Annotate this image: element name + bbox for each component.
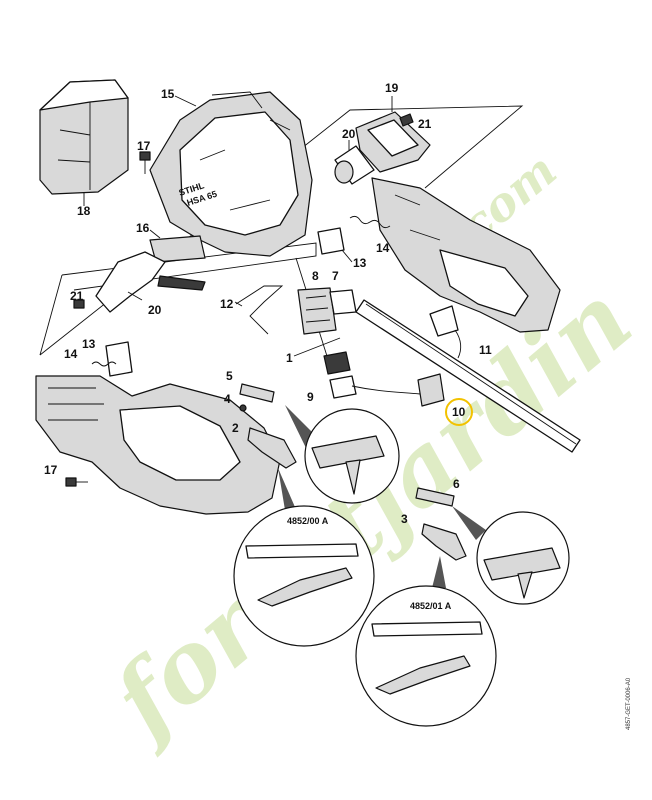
callout-16: 16 (136, 221, 150, 235)
callout-19: 19 (385, 81, 399, 95)
callout-15: 15 (161, 87, 175, 101)
part-20-deflector (95, 251, 206, 313)
zoom-detail-4852-00a (233, 468, 375, 647)
callout-6: 6 (453, 477, 460, 491)
part-21-screw-top (399, 113, 414, 127)
callout-21-lower: 21 (70, 289, 84, 303)
part-3-lever (421, 523, 467, 561)
callout-1: 1 (286, 351, 293, 365)
lower-main-housing (35, 375, 281, 515)
callout-14-upper: 14 (376, 241, 390, 255)
part-21-screw-lower (73, 299, 85, 309)
part-14-spring-lower (91, 361, 117, 367)
callout-9: 9 (307, 390, 314, 404)
callout-13-upper: 13 (353, 256, 367, 270)
drawing-reference: 4857-GET-0006-A0 (626, 677, 632, 730)
highlight-ring-part-10 (445, 398, 473, 426)
part-17-screw-lower (65, 477, 88, 487)
part-2-lever (247, 427, 297, 469)
callout-20-lower: 20 (148, 303, 162, 317)
part-8-circuit-board (297, 287, 337, 335)
detail-label-4852-00a: 4852/00 A (287, 516, 329, 526)
part-11-cable (429, 305, 462, 359)
detail-label-4852-01a: 4852/01 A (410, 601, 452, 611)
part-20-cylinder (334, 140, 375, 185)
callout-8: 8 (312, 269, 319, 283)
zoom-detail-4852-01a (355, 556, 497, 727)
part-18-end-cap (39, 79, 129, 206)
callout-20-upper: 20 (342, 127, 356, 141)
part-19-switch-assembly (355, 96, 431, 173)
part-4-pin (239, 404, 247, 412)
part-17-screw-top (139, 151, 151, 174)
callout-4: 4 (224, 392, 231, 406)
part-16-label-plate (149, 229, 206, 263)
zoom-detail-lever-cap-b (452, 506, 570, 605)
callout-3: 3 (401, 512, 408, 526)
callout-21-upper: 21 (418, 117, 432, 131)
part-13-bracket-upper (317, 227, 353, 263)
callout-18: 18 (77, 204, 91, 218)
part-7-holder (329, 289, 357, 315)
part-5-lever-cap (239, 383, 275, 403)
part-13-bracket-lower (105, 341, 133, 377)
callout-12: 12 (220, 297, 234, 311)
callout-17-lower: 17 (44, 463, 58, 477)
part-12-wire-spring (234, 285, 284, 335)
callout-7: 7 (332, 269, 339, 283)
callout-5: 5 (226, 369, 233, 383)
callout-10: 10 (452, 405, 466, 419)
part-1-tube (293, 299, 581, 453)
callout-11: 11 (479, 343, 492, 357)
callout-labels: 1 2 3 4 5 6 7 8 9 10 11 12 13 13 14 14 1… (44, 81, 492, 526)
callout-17-upper: 17 (137, 139, 151, 153)
part-14-spring-upper (349, 215, 391, 229)
part-15-motor-housing: STIHL HSA 65 (149, 91, 313, 257)
part-9-switch (323, 351, 357, 399)
callout-2: 2 (232, 421, 239, 435)
part-10-connector (351, 373, 445, 407)
callout-14-lower: 14 (64, 347, 78, 361)
handle-housing-top (371, 177, 561, 333)
zoom-detail-lever-cap-a (285, 405, 400, 504)
callout-13-lower: 13 (82, 337, 96, 351)
